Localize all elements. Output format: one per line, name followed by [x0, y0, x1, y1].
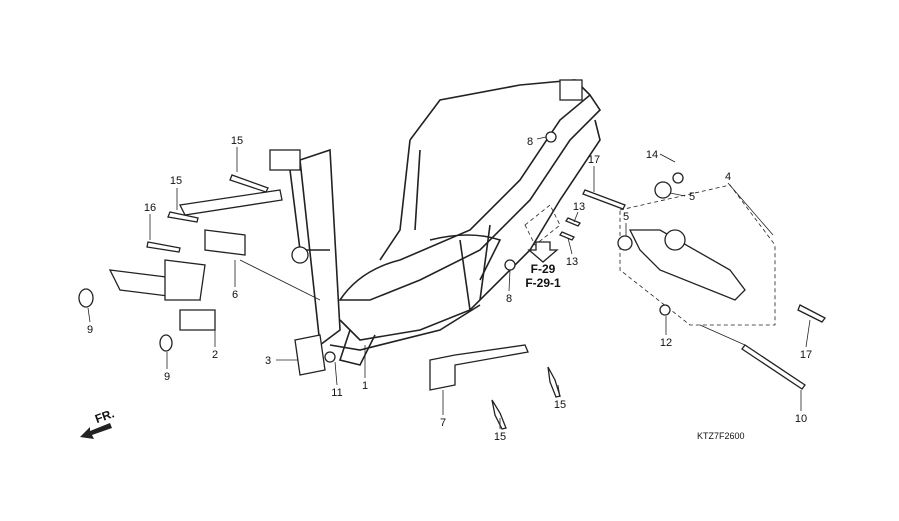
front-direction-arrow-icon [80, 423, 112, 439]
callout-13: 13 [573, 201, 585, 213]
callout-16: 16 [144, 202, 156, 214]
reference-arrow-icon [527, 241, 559, 263]
callout-15: 15 [170, 175, 182, 187]
callout-12: 12 [660, 337, 672, 349]
reference-f-29[interactable]: F-29 [531, 262, 556, 276]
callout-7: 7 [440, 417, 446, 429]
callout-13: 13 [566, 256, 578, 268]
callout-3: 3 [265, 355, 271, 367]
callout-15: 15 [494, 431, 506, 443]
reference-f-29-1[interactable]: F-29-1 [525, 276, 561, 290]
callout-5: 5 [689, 191, 695, 203]
hanger-bracket-part-2 [108, 259, 216, 331]
callout-11: 11 [331, 387, 342, 399]
callout-9: 9 [164, 371, 170, 383]
leader-lines [87, 136, 811, 429]
callout-17: 17 [800, 349, 812, 361]
callout-4: 4 [725, 171, 731, 183]
callout-5: 5 [623, 211, 629, 223]
callout-15: 15 [231, 135, 243, 147]
callout-15: 15 [554, 399, 566, 411]
callout-1: 1 [362, 380, 368, 392]
frame-body-part-1 [269, 79, 602, 366]
callout-10: 10 [795, 413, 807, 425]
bolts [146, 131, 826, 430]
rubber-part-9 [78, 288, 173, 352]
bracket-part-3 [294, 334, 326, 376]
callout-14: 14 [646, 149, 658, 161]
callout-8: 8 [527, 136, 533, 148]
bracket-part-6 [179, 189, 283, 256]
callout-8: 8 [506, 293, 512, 305]
callout-17: 17 [588, 154, 600, 166]
callout-2: 2 [212, 349, 218, 361]
callout-6: 6 [232, 289, 238, 301]
stay-part-7 [429, 344, 529, 391]
front-direction-label: FR. [93, 406, 116, 426]
bracket-assy-part-4 [617, 181, 776, 326]
diagram-code: KTZ7F2600 [697, 431, 745, 441]
callout-9: 9 [87, 324, 93, 336]
